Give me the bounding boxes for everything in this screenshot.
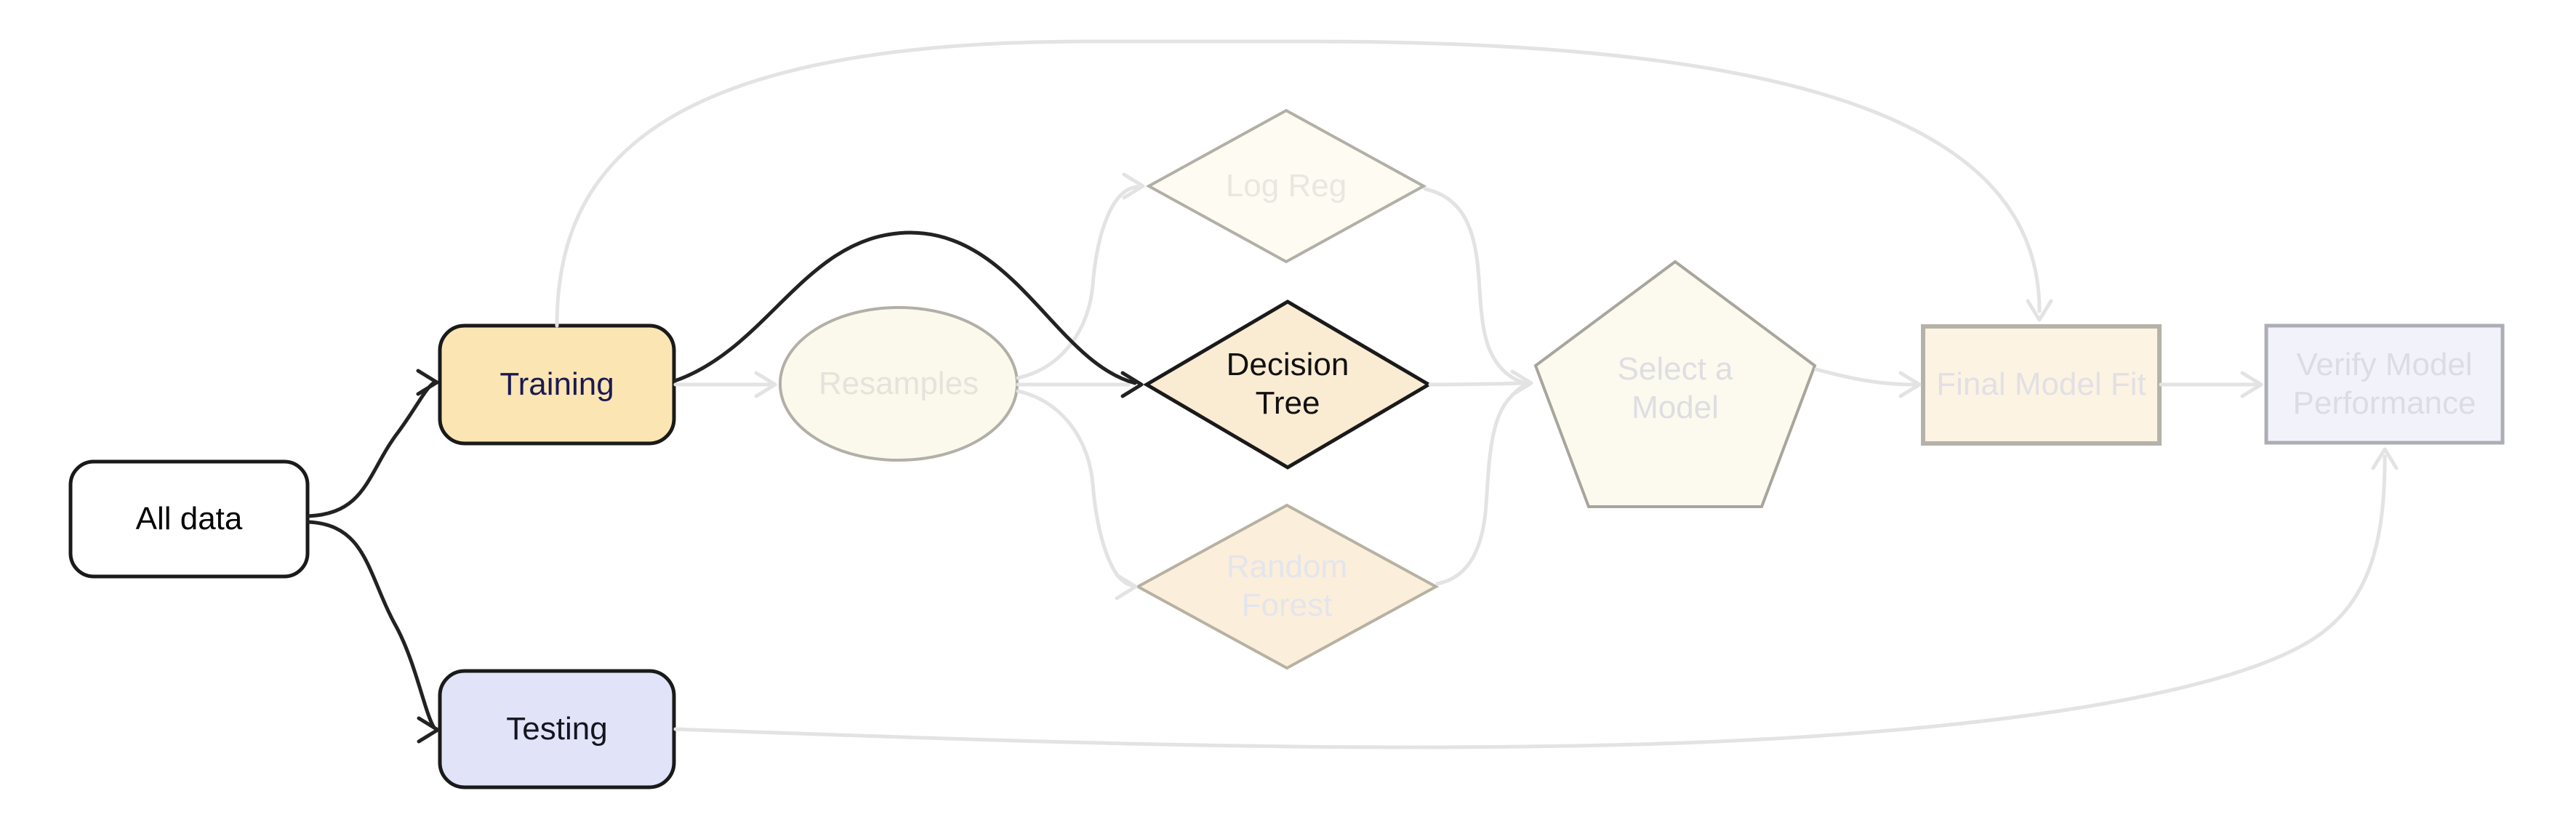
edge-all-data-to-testing: [306, 520, 436, 730]
arrowhead-random-forest: [1115, 573, 1138, 600]
active-edges: [306, 230, 1144, 744]
edge-all-data-to-training: [306, 381, 436, 518]
final-model-fit-node: [1921, 324, 2162, 446]
arrowhead-testing: [417, 716, 440, 744]
edge-random-forest-to-select-model: [1435, 382, 1529, 586]
faded-edges: [555, 39, 2399, 749]
arrowhead-verify-left: [2240, 371, 2263, 398]
log-reg-node: [1145, 108, 1427, 264]
edge-decision-tree-to-select-model: [1428, 381, 1528, 387]
arrowhead-training: [416, 369, 439, 396]
edge-training-to-decision-tree: [673, 230, 1137, 385]
resamples-node: [779, 306, 1019, 462]
random-forest-node: [1134, 503, 1440, 670]
decision-tree-node: [1143, 300, 1432, 470]
edge-select-model-to-final-model-fit: [1814, 367, 1916, 387]
all-data-node: [68, 459, 310, 579]
edge-training-to-final-model-fit: [555, 39, 2042, 328]
arrowhead-final-model-fit-top: [2026, 299, 2053, 322]
edge-resamples-to-log-reg: [1016, 185, 1139, 380]
arrowhead-resamples: [754, 371, 777, 398]
select-model-node: [1533, 260, 1817, 508]
arrowhead-select-model: [1510, 369, 1533, 397]
arrowhead-verify-bottom: [2371, 447, 2399, 470]
arrowhead-log-reg: [1122, 172, 1145, 200]
edge-testing-to-verify: [673, 454, 2387, 749]
training-node: [438, 323, 676, 446]
edge-resamples-to-random-forest: [1016, 389, 1133, 587]
arrowhead-decision-tree: [1120, 371, 1144, 398]
edge-log-reg-to-select-model: [1423, 187, 1528, 385]
verify-performance-node: [2264, 323, 2505, 445]
arrowhead-final-model-fit-left: [1898, 371, 1922, 398]
testing-node: [438, 669, 676, 789]
